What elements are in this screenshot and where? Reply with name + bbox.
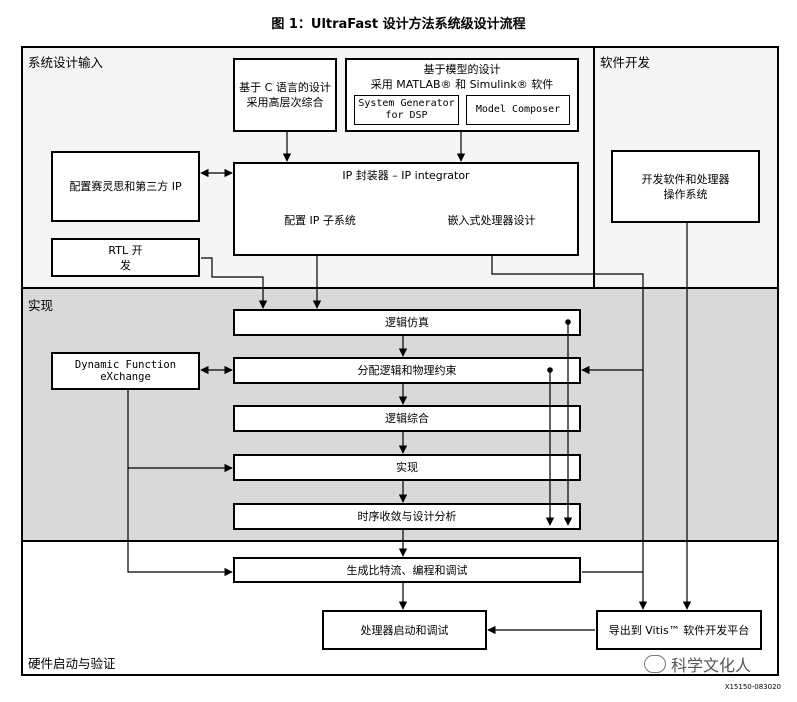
synthesis-box: 逻辑综合: [233, 405, 581, 432]
ip-integrator-box: [233, 162, 579, 256]
assign-logic-box: 分配逻辑和物理约束: [233, 357, 581, 384]
synthesis-label: 逻辑综合: [385, 412, 429, 425]
model-based-sub-label: 采用 MATLAB® 和 Simulink® 软件: [370, 78, 554, 91]
bitstream-box: 生成比特流、编程和调试: [233, 557, 581, 583]
figure-title: 图 1：UltraFast 设计方法系统级设计流程: [271, 17, 526, 32]
region-label-implementation: 实现: [28, 298, 54, 313]
implementation-box: 实现: [233, 454, 581, 481]
region-label-system-input: 系统设计输入: [28, 55, 104, 70]
dfx-label: Dynamic Function eXchange: [74, 359, 177, 383]
watermark-text: 科学文化人: [671, 656, 752, 675]
junction-dot-assign: [547, 367, 553, 373]
c-hls-label: 基于 C 语言的设计采用高层次综合: [239, 81, 331, 109]
sw-os-label: 开发软件和处理器操作系统: [641, 172, 730, 201]
ip-integrator-label: IP 封装器 – IP integrator: [342, 168, 470, 182]
config-ip-box: 配置赛灵思和第三方 IP: [51, 151, 200, 222]
bitstream-label: 生成比特流、编程和调试: [346, 563, 468, 577]
junction-dot-sim: [565, 319, 571, 325]
config-ip-subsystem-label: 配置 IP 子系统: [284, 214, 356, 227]
wechat-icon: [644, 655, 666, 673]
sysgen-box: System Generator for DSP: [354, 95, 459, 125]
export-vitis-box: 导出到 Vitis™ 软件开发平台: [596, 610, 762, 650]
sw-os-box: 开发软件和处理器操作系统: [611, 150, 760, 223]
region-label-hw-bringup: 硬件启动与验证: [28, 656, 116, 671]
region-label-software-dev: 软件开发: [600, 55, 651, 70]
assign-logic-label: 分配逻辑和物理约束: [357, 364, 457, 377]
logic-sim-label: 逻辑仿真: [385, 316, 429, 329]
model-composer-label: Model Composer: [475, 104, 561, 115]
timing-closure-label: 时序收敛与设计分析: [357, 510, 457, 523]
dfx-box: Dynamic Function eXchange: [51, 352, 200, 390]
embedded-processor-label: 嵌入式处理器设计: [447, 214, 536, 227]
timing-closure-box: 时序收敛与设计分析: [233, 503, 581, 530]
watermark: 科学文化人: [644, 652, 751, 676]
sysgen-label: System Generator for DSP: [358, 98, 455, 121]
c-hls-box: 基于 C 语言的设计采用高层次综合: [233, 58, 337, 132]
proc-boot-label: 处理器启动和调试: [360, 623, 449, 637]
config-ip-label: 配置赛灵思和第三方 IP: [69, 180, 182, 193]
wire-embedded-to-export: [491, 256, 648, 610]
arrow-rtl-to-sim: [201, 257, 268, 309]
proc-boot-box: 处理器启动和调试: [322, 610, 487, 650]
model-based-label: 基于模型的设计: [423, 63, 501, 76]
rtl-dev-label: RTL 开发: [108, 243, 143, 272]
wire-dfx-to-bitstream: [127, 390, 233, 577]
export-vitis-label: 导出到 Vitis™ 软件开发平台: [608, 623, 750, 637]
rtl-dev-box: RTL 开发: [51, 238, 200, 277]
figure-code: X15150-083020: [724, 683, 781, 691]
implementation-label: 实现: [396, 461, 418, 474]
model-composer-box: Model Composer: [466, 95, 570, 125]
logic-sim-box: 逻辑仿真: [233, 309, 581, 336]
